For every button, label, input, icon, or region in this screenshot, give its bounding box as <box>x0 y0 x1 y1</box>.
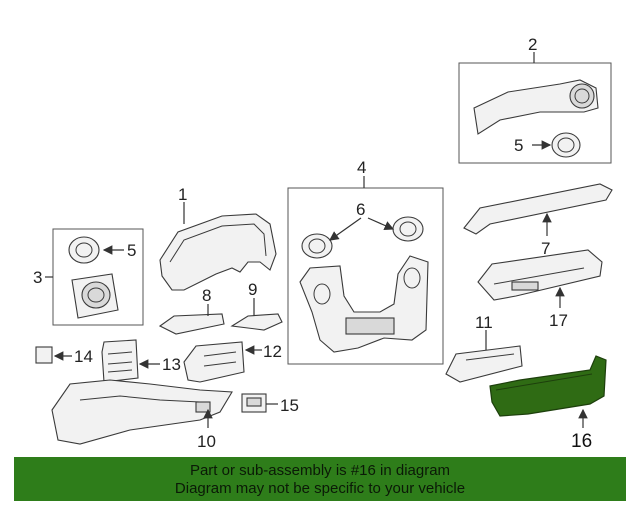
callout-17: 17 <box>549 311 568 330</box>
callout-5-left: 5 <box>127 241 136 260</box>
callout-6: 6 <box>356 200 365 219</box>
callout-3: 3 <box>33 268 42 287</box>
part-5-vent-upper[interactable] <box>551 132 581 158</box>
callout-14: 14 <box>74 347 93 366</box>
part-9-cover[interactable] <box>230 313 283 331</box>
callout-11: 11 <box>475 313 493 332</box>
callout-7: 7 <box>541 239 550 258</box>
callout-9: 9 <box>248 280 257 299</box>
part-16-lower-trim-highlighted[interactable] <box>489 355 607 417</box>
callout-4: 4 <box>357 158 366 177</box>
callout-1: 1 <box>178 185 187 204</box>
part-2-panel[interactable] <box>473 79 599 135</box>
part-8-switch-panel[interactable] <box>158 313 225 335</box>
part-6-vent-left[interactable] <box>301 233 333 259</box>
callout-8: 8 <box>202 286 211 305</box>
part-4-center-bezel[interactable] <box>299 255 429 353</box>
callout-10: 10 <box>197 432 216 451</box>
callout-2: 2 <box>528 35 537 54</box>
part-6-vent-right[interactable] <box>392 216 424 242</box>
part-17-tray[interactable] <box>477 249 603 301</box>
part-10-lower-panel[interactable] <box>51 379 233 445</box>
parts-diagram: 5 2 5 3 1 4 6 7 <box>33 35 613 452</box>
callout-12: 12 <box>263 342 282 361</box>
part-7-trim-strip[interactable] <box>463 183 613 235</box>
part-12-switch-panel[interactable] <box>183 341 245 383</box>
callout-5-upper: 5 <box>514 136 523 155</box>
part-15-switch[interactable] <box>241 393 267 413</box>
part-11-switch-panel[interactable] <box>445 345 523 383</box>
part-13-switch-block[interactable] <box>101 339 139 383</box>
info-banner: Part or sub-assembly is #16 in diagram D… <box>14 457 626 501</box>
banner-line-1: Part or sub-assembly is #16 in diagram <box>189 462 451 479</box>
banner-line-2: Diagram may not be specific to your vehi… <box>174 480 466 497</box>
part-3-vent-housing[interactable] <box>71 273 119 319</box>
callout-13: 13 <box>162 355 181 374</box>
part-1-cluster-bezel[interactable] <box>159 213 277 291</box>
callout-15: 15 <box>280 396 299 415</box>
callout-16: 16 <box>571 431 592 452</box>
part-14-clip[interactable] <box>35 346 53 364</box>
part-5-vent-left[interactable] <box>68 236 100 264</box>
